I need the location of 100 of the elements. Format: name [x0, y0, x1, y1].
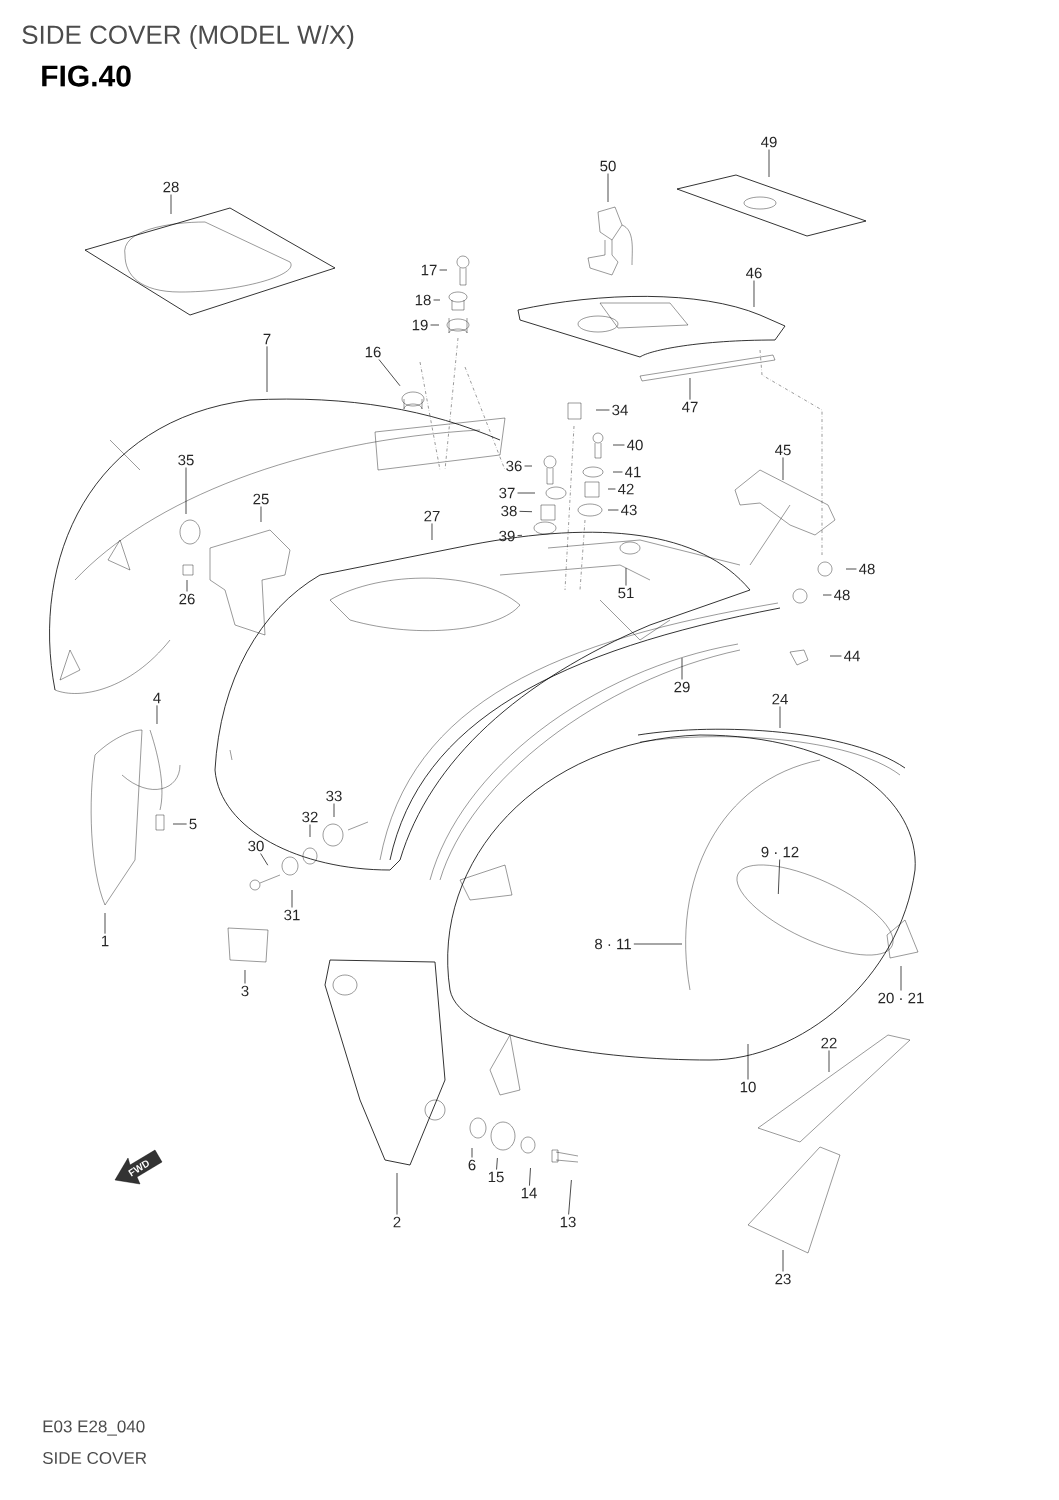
leader-line	[689, 377, 691, 400]
callout-number: 32	[302, 811, 318, 823]
callout-number: 23	[775, 1273, 791, 1285]
leader-line	[595, 409, 610, 411]
leader-line	[782, 1249, 784, 1272]
callout-number: 49	[761, 136, 777, 148]
leader-line	[517, 492, 536, 494]
callout-number: 47	[682, 401, 698, 413]
callout-number: 39	[499, 530, 515, 542]
callout-number: 31	[284, 909, 300, 921]
callout-number: 27	[424, 510, 440, 522]
callout-number: 30	[248, 840, 264, 852]
leader-line	[517, 534, 523, 536]
leader-line	[396, 1172, 398, 1215]
callout-number: 29	[674, 681, 690, 693]
callout-number: 51	[618, 587, 634, 599]
callout-number: 28	[163, 181, 179, 193]
leader-line	[607, 173, 609, 203]
callout-number: 50	[600, 160, 616, 172]
leader-line	[186, 579, 188, 592]
leader-line	[519, 510, 533, 513]
callout-number: 14	[521, 1187, 537, 1199]
figure-number: FIG.40	[42, 65, 131, 87]
callout-number: 8 · 11	[595, 938, 631, 950]
callout-number: 33	[326, 790, 342, 802]
callout-number: 38	[501, 505, 517, 517]
leader-line	[471, 1147, 473, 1158]
leader-line	[633, 943, 683, 945]
leader-line	[607, 488, 616, 490]
leader-line	[433, 299, 441, 301]
leader-line	[496, 1157, 498, 1170]
leader-line	[244, 969, 246, 984]
leader-line	[172, 823, 187, 825]
callout-number: 17	[421, 264, 437, 276]
callout-number: 2	[393, 1216, 401, 1228]
callout-number: 5	[189, 818, 197, 830]
title: SIDE COVER (MODEL W/X)	[22, 24, 354, 50]
callout-number: 41	[625, 466, 641, 478]
footer-title: SIDE COVER	[42, 1452, 147, 1465]
callout-number: 9 · 12	[761, 846, 799, 858]
callout-number: 35	[178, 454, 194, 466]
leader-line	[156, 705, 158, 725]
leader-line	[333, 803, 335, 818]
leader-line	[378, 359, 401, 387]
leader-line	[430, 324, 440, 326]
leader-line	[568, 1179, 572, 1215]
leader-line	[845, 568, 857, 570]
callout-number: 22	[821, 1037, 837, 1049]
leader-line	[828, 1050, 830, 1073]
leader-line	[291, 889, 293, 908]
leader-line	[753, 280, 755, 308]
leader-line	[439, 269, 448, 271]
leader-line	[747, 1043, 749, 1080]
callout-number: 20 · 21	[878, 992, 924, 1004]
leader-line	[681, 657, 683, 680]
callout-number: 37	[499, 487, 515, 499]
leader-line	[782, 457, 784, 481]
callout-number: 45	[775, 444, 791, 456]
leader-line	[900, 965, 902, 991]
callout-number: 25	[253, 493, 269, 505]
callout-number: 1	[101, 935, 109, 947]
leader-line	[779, 706, 781, 729]
callout-number: 36	[506, 460, 522, 472]
callout-number: 7	[263, 333, 271, 345]
leader-line	[822, 594, 832, 596]
leader-line	[607, 509, 619, 511]
callout-number: 18	[415, 294, 431, 306]
leader-line	[612, 471, 623, 473]
leader-line	[625, 567, 627, 586]
footer-code: E03 E28_040	[43, 1420, 145, 1436]
callout-number: 40	[627, 439, 643, 451]
callout-number: 46	[746, 267, 762, 279]
callout-number: 6	[468, 1159, 476, 1171]
callout-number: 43	[621, 504, 637, 516]
leader-line	[260, 506, 262, 523]
callout-number: 48	[834, 589, 850, 601]
leader-line	[829, 655, 842, 657]
callout-number: 13	[560, 1216, 576, 1228]
callout-number: 42	[618, 483, 634, 495]
leader-line	[529, 1167, 531, 1186]
callout-number: 19	[412, 319, 428, 331]
callout-number: 16	[365, 346, 381, 358]
callout-number: 44	[844, 650, 860, 662]
direction-label: FWD	[128, 1160, 149, 1177]
leader-line	[170, 194, 172, 215]
leader-line	[104, 912, 106, 934]
callout-number: 48	[859, 563, 875, 575]
leader-line	[260, 853, 269, 866]
callout-number: 15	[488, 1171, 504, 1183]
leader-line	[777, 859, 781, 895]
leader-line	[431, 523, 433, 541]
callout-number: 4	[153, 692, 161, 704]
leader-line	[309, 824, 311, 838]
callout-number: 3	[241, 985, 249, 997]
callout-number: 24	[772, 693, 788, 705]
callout-number: 26	[179, 593, 195, 605]
leader-line	[185, 467, 187, 515]
callout-number: 34	[612, 404, 628, 416]
leader-line	[612, 444, 625, 446]
leader-line	[266, 346, 268, 393]
